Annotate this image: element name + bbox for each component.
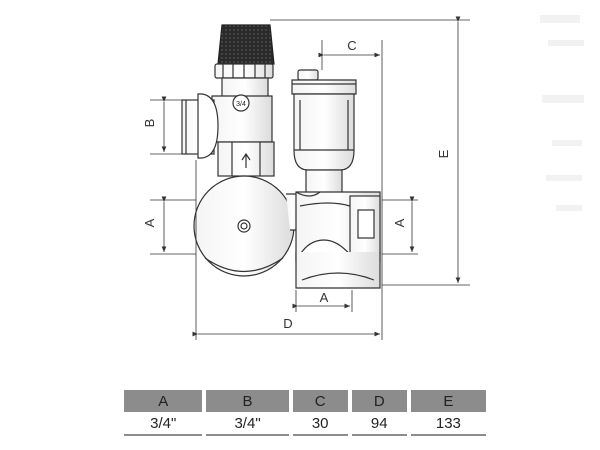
background-watermark bbox=[540, 15, 584, 211]
spec-header-a: A bbox=[124, 390, 207, 412]
spec-value-b: 3/4" bbox=[204, 412, 293, 436]
valve-size-marking bbox=[232, 94, 250, 112]
air-vent-body bbox=[293, 93, 355, 171]
dim-label-a-bottom: A bbox=[320, 290, 329, 305]
dim-label-a-right: A bbox=[392, 218, 407, 227]
spec-value-a: 3/4" bbox=[124, 412, 207, 436]
dim-label-e: E bbox=[436, 149, 451, 158]
safety-valve-knob bbox=[217, 24, 275, 65]
spec-value-d: 94 bbox=[349, 412, 411, 436]
dim-label-c: C bbox=[347, 38, 356, 53]
spec-value-e: 133 bbox=[408, 412, 486, 436]
dim-label-a-left: A bbox=[142, 218, 157, 227]
spec-header-e: E bbox=[408, 390, 486, 412]
spec-header-c: C bbox=[290, 390, 352, 412]
spec-value-c: 30 bbox=[290, 412, 352, 436]
spec-header-d: D bbox=[349, 390, 411, 412]
valve-technical-drawing: 3/4 bbox=[142, 15, 584, 340]
valve-size-marking-text: 3/4 bbox=[236, 101, 246, 108]
dimension-labels: E C B A A A D bbox=[142, 38, 451, 331]
valve-body: 3/4 bbox=[181, 24, 381, 289]
dim-label-d: D bbox=[283, 316, 292, 331]
dimension-lines bbox=[150, 16, 470, 340]
spec-header-b: B bbox=[204, 390, 293, 412]
dimension-spec-table: A B C D E 3/4" 3/4" 30 94 133 bbox=[124, 390, 486, 436]
spec-table-header-row: A B C D E bbox=[124, 390, 486, 412]
dim-label-b: B bbox=[142, 119, 157, 128]
spec-table-value-row: 3/4" 3/4" 30 94 133 bbox=[124, 412, 486, 436]
